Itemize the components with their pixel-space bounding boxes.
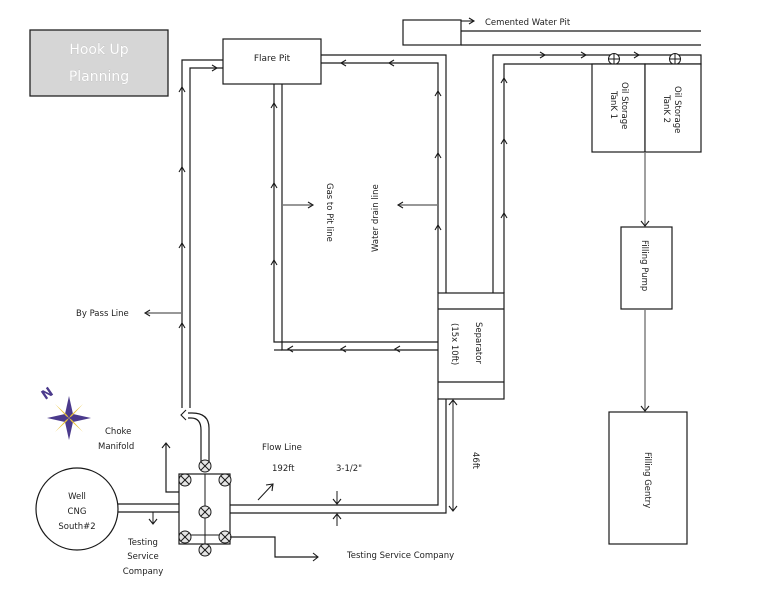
choke-manifold-label-1: Choke xyxy=(105,427,131,437)
choke-manifold-label-2: Manifold xyxy=(98,442,134,452)
valve-icon xyxy=(198,543,212,557)
cemented-water-pit-label: Cemented Water Pit xyxy=(485,18,571,28)
water-drain-line-label: Water drain line xyxy=(371,184,381,252)
flow-line-label: Flow Line xyxy=(262,443,302,453)
title-box: Hook Up Planning xyxy=(29,29,169,97)
well: Well CNG South#2 xyxy=(35,467,119,551)
oil-storage-tank-1: Oil Storage TanK 1 xyxy=(591,63,646,153)
gas-to-pit-line-label: Gas to Pit line xyxy=(324,183,334,242)
testing-service-left-2: Service xyxy=(127,552,158,562)
tank-2-label-2: TanK 2 xyxy=(661,94,671,123)
valve-icon xyxy=(178,459,232,557)
well-label-2: CNG xyxy=(68,507,87,517)
oil-line xyxy=(492,51,702,293)
tank-1-label-2: TanK 1 xyxy=(608,90,618,119)
filling-pump: Filling Pump xyxy=(620,226,673,310)
tank-1-label-1: Oil Storage xyxy=(619,82,629,129)
bypass-pipe: By Pass Line xyxy=(76,59,223,408)
flow-line: 46ft 3-1/2" 192ft Flow Line xyxy=(230,399,480,526)
testing-service-right-label: Testing Service Company xyxy=(346,551,454,561)
valve-icon xyxy=(178,530,192,544)
testing-service-left-3: Company xyxy=(123,567,163,577)
oil-storage-tank-2: Oil Storage TanK 2 xyxy=(644,63,702,153)
valve-icon xyxy=(198,459,212,473)
water-drain-line: Water drain line xyxy=(321,54,447,293)
title-line-1: Hook Up xyxy=(69,42,128,58)
filling-pump-label: Filling Pump xyxy=(639,240,649,291)
cemented-water-pit: Cemented Water Pit xyxy=(402,17,701,46)
manifold-riser xyxy=(180,409,210,462)
well-label-3: South#2 xyxy=(58,522,95,532)
choke-manifold: Choke Manifold Testing Service Company xyxy=(98,427,454,562)
well-label-1: Well xyxy=(68,492,86,502)
separator-height-label: 46ft xyxy=(470,452,480,470)
separator-label-2: (15x 10ft) xyxy=(449,323,459,365)
separator-label-1: Separator xyxy=(473,322,483,364)
compass-north-label: N xyxy=(39,385,57,404)
by-pass-line-label: By Pass Line xyxy=(76,309,129,319)
filling-gentry: Filling Gentry xyxy=(608,411,688,545)
flow-length-label: 192ft xyxy=(272,464,295,474)
valve-icon xyxy=(198,505,212,519)
valve-icon xyxy=(218,473,232,487)
tank-2-label-1: Oil Storage xyxy=(672,86,682,133)
well-to-manifold-pipe: Testing Service Company xyxy=(118,503,179,577)
gas-to-pit-line: Gas to Pit line xyxy=(270,84,438,353)
title-line-2: Planning xyxy=(69,69,129,85)
flare-pit: Flare Pit xyxy=(222,38,322,85)
valve-icon xyxy=(218,530,232,544)
separator: Separator (15x 10ft) xyxy=(437,292,505,400)
compass-rose-icon: N xyxy=(39,385,91,440)
filling-gentry-label: Filling Gentry xyxy=(642,452,652,508)
testing-service-left-1: Testing xyxy=(127,538,158,548)
pipe-diameter-label: 3-1/2" xyxy=(336,464,362,474)
valve-icon xyxy=(178,473,192,487)
flare-pit-label: Flare Pit xyxy=(254,54,291,64)
